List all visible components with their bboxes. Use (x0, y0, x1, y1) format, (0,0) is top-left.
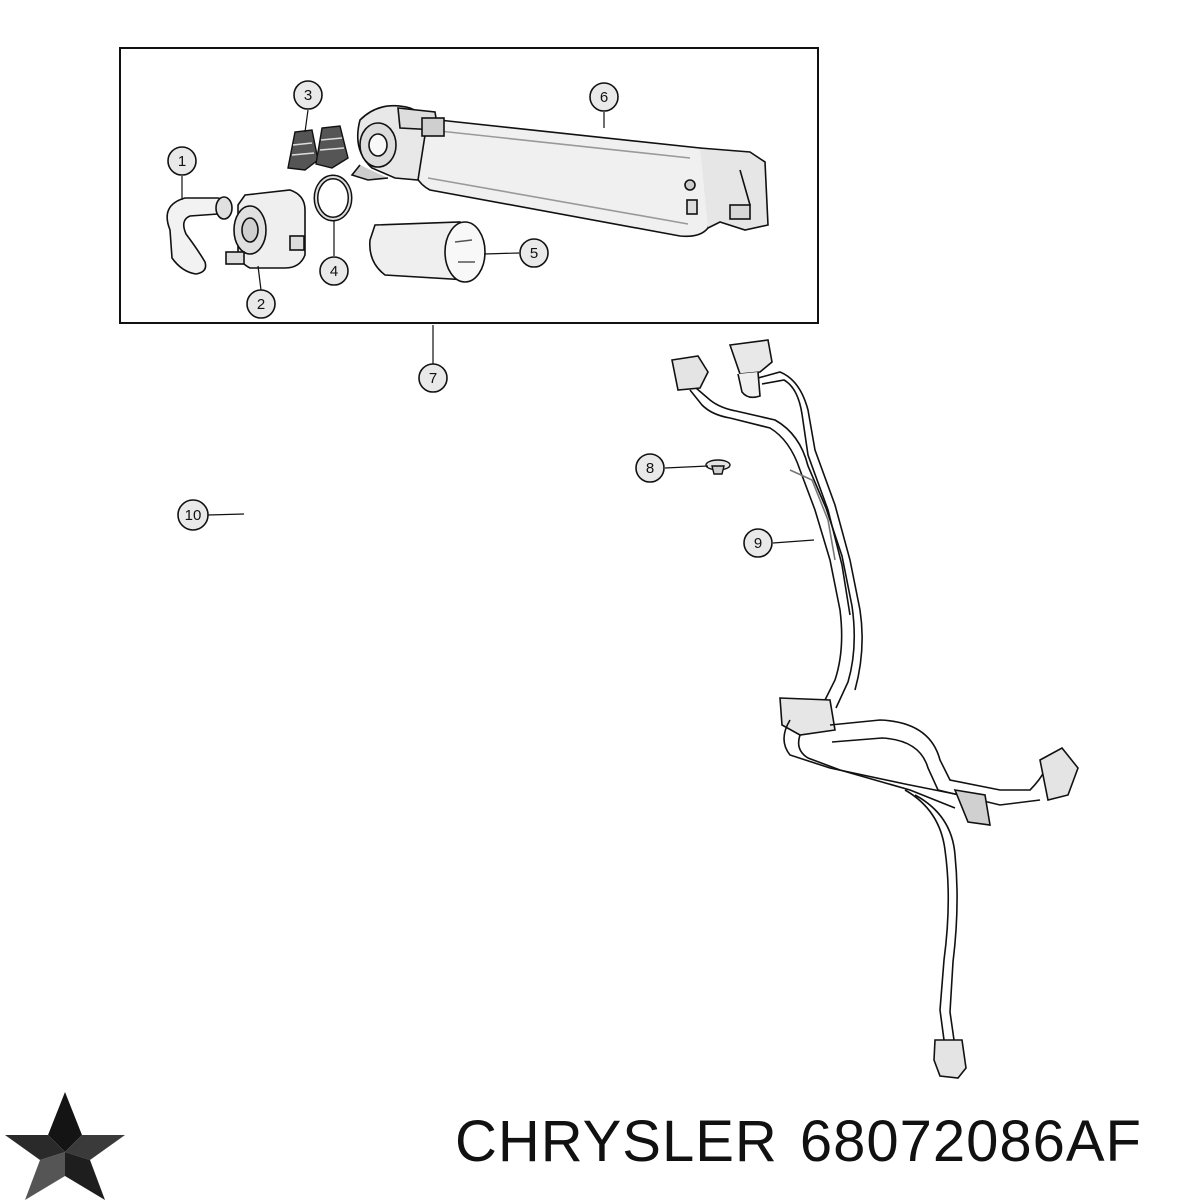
vapor-line-harness-drawing (671, 339, 1079, 1079)
brand-name: CHRYSLER (455, 1109, 778, 1174)
vapor-canister-drawing (350, 104, 769, 238)
callout-number: 9 (754, 535, 762, 552)
callout-5: 5 (519, 238, 549, 268)
callout-number: 10 (185, 507, 202, 524)
mounting-clips-drawing (287, 125, 349, 171)
callout-circle (418, 363, 448, 393)
callout-number: 3 (304, 87, 312, 104)
o-ring-drawing (313, 174, 353, 222)
push-pin-clip-drawing (705, 459, 731, 475)
callout-number: 5 (530, 245, 538, 262)
callout-circle (589, 82, 619, 112)
part-number: 68072086AF (799, 1109, 1142, 1174)
callout-10: 10 (177, 499, 209, 531)
callout-9: 9 (743, 528, 773, 558)
callout-4: 4 (319, 256, 349, 286)
chrysler-pentastar-icon (5, 1092, 125, 1200)
callout-6: 6 (589, 82, 619, 112)
callout-number: 7 (429, 370, 437, 387)
callout-2: 2 (246, 289, 276, 319)
callout-1: 1 (167, 146, 197, 176)
callout-circle (177, 499, 209, 531)
callouts: 1 2 3 4 5 6 7 8 9 10 (167, 80, 773, 558)
leak-detection-pump-drawing (225, 189, 306, 269)
callout-circle (743, 528, 773, 558)
callout-circle (167, 146, 197, 176)
assembly-frame (119, 47, 819, 324)
callout-3: 3 (293, 80, 323, 110)
callout-number: 6 (600, 89, 608, 106)
callout-number: 2 (257, 296, 265, 313)
callout-8: 8 (635, 453, 665, 483)
hose-drawing (166, 196, 233, 275)
part-caption: CHRYSLER 68072086AF (455, 1108, 1164, 1175)
callout-7: 7 (418, 363, 448, 393)
callout-number: 4 (330, 263, 338, 280)
callout-circle (293, 80, 323, 110)
callout-circle (519, 238, 549, 268)
callout-circle (319, 256, 349, 286)
callout-number: 8 (646, 460, 654, 477)
callout-number: 1 (178, 153, 186, 170)
callout-circle (635, 453, 665, 483)
callout-circle (246, 289, 276, 319)
leader-lines (181, 109, 815, 544)
filter-drawing (368, 221, 486, 283)
